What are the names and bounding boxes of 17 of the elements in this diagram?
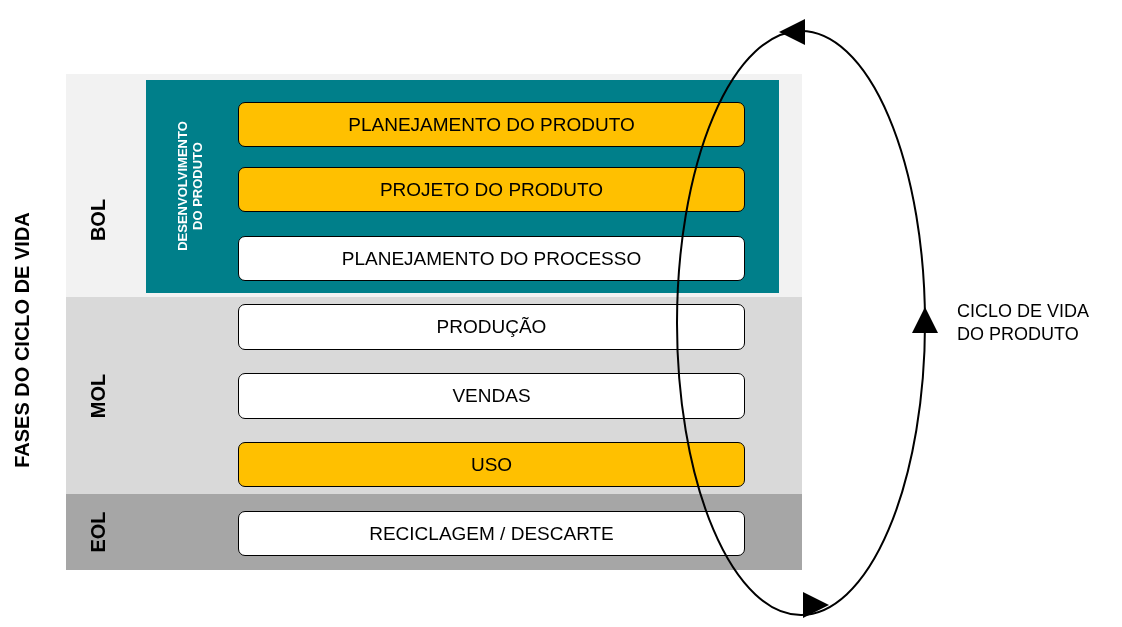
development-panel <box>146 80 779 293</box>
axis-title: FASES DO CICLO DE VIDA <box>10 212 34 468</box>
phase-band <box>66 494 802 570</box>
phase-step-box: PROJETO DO PRODUTO <box>238 167 745 212</box>
phase-step-box: USO <box>238 442 745 487</box>
phase-label: BOL <box>86 198 110 242</box>
phase-step-box: VENDAS <box>238 373 745 419</box>
phase-step-box: RECICLAGEM / DESCARTE <box>238 511 745 556</box>
phase-step-box: PLANEJAMENTO DO PROCESSO <box>238 236 745 281</box>
cycle-label: CICLO DE VIDA DO PRODUTO <box>957 300 1090 347</box>
phase-step-box: PRODUÇÃO <box>238 304 745 350</box>
phase-label: EOL <box>86 511 110 553</box>
phase-band <box>66 297 802 494</box>
phase-label: MOL <box>86 373 110 418</box>
phase-step-box: PLANEJAMENTO DO PRODUTO <box>238 102 745 147</box>
panel-label: DESENVOLVIMENTO DO PRODUTO <box>176 120 206 253</box>
phase-band <box>66 74 802 297</box>
